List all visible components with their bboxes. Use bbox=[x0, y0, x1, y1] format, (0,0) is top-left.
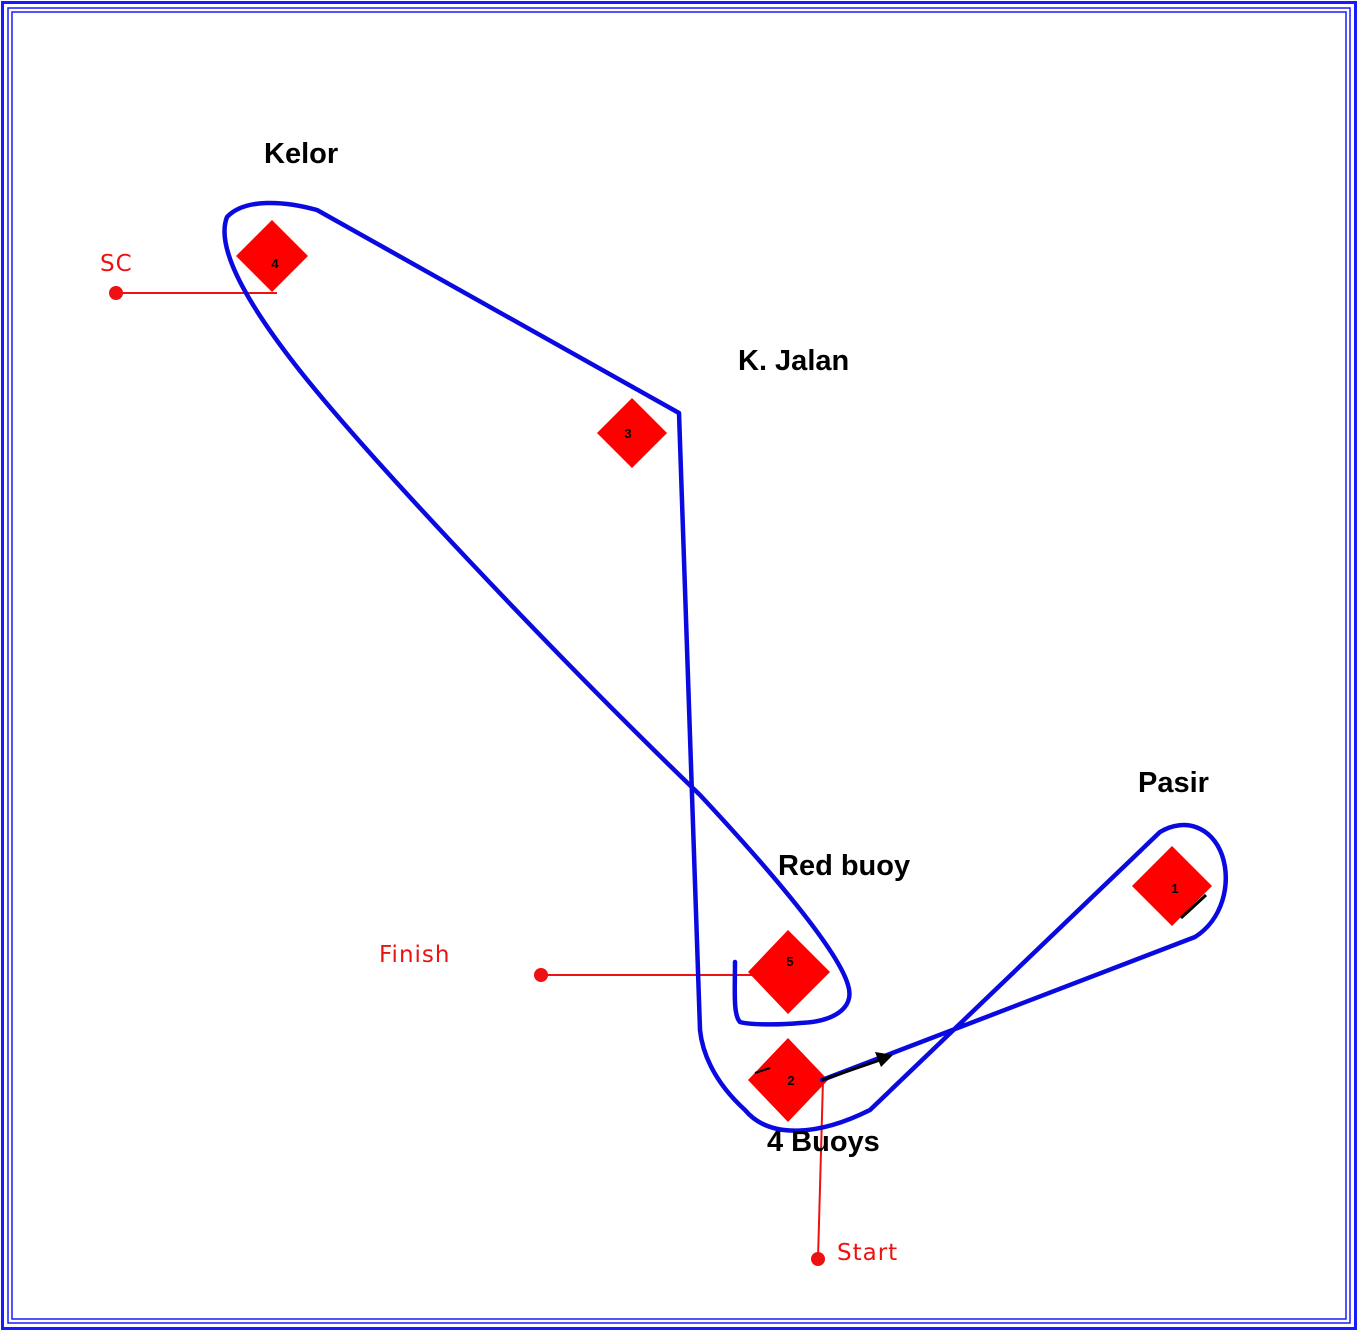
label-red-buoy: Red buoy bbox=[778, 850, 910, 882]
mark-2-tick bbox=[754, 1067, 771, 1074]
mark-4 bbox=[236, 220, 308, 292]
course-lines bbox=[109, 286, 825, 1266]
course-marks bbox=[236, 220, 1212, 1122]
mark-1-tick bbox=[1179, 893, 1208, 920]
label-start: Start bbox=[837, 1240, 898, 1266]
label-pasir: Pasir bbox=[1138, 767, 1209, 799]
label-k-jalan: K. Jalan bbox=[738, 345, 849, 377]
start-line bbox=[817, 1079, 824, 1260]
course-track bbox=[222, 200, 1228, 1133]
mark-5 bbox=[748, 930, 830, 1014]
mark-2-number: 2 bbox=[787, 1073, 794, 1088]
start-direction-arrow bbox=[821, 1052, 893, 1082]
mark-4-number: 4 bbox=[271, 256, 279, 271]
label-sc: SC bbox=[100, 251, 133, 277]
label-kelor: Kelor bbox=[264, 138, 338, 170]
label-4-buoys: 4 Buoys bbox=[767, 1126, 880, 1158]
start-line-dot bbox=[811, 1252, 825, 1266]
mark-2 bbox=[748, 1038, 828, 1122]
mark-5-number: 5 bbox=[786, 954, 793, 969]
mark-3 bbox=[597, 398, 667, 468]
sc-line-dot bbox=[109, 286, 123, 300]
mark-1-number: 1 bbox=[1171, 881, 1178, 896]
mark-3-number: 3 bbox=[624, 426, 631, 441]
finish-line-dot bbox=[534, 968, 548, 982]
label-finish: Finish bbox=[379, 942, 450, 968]
